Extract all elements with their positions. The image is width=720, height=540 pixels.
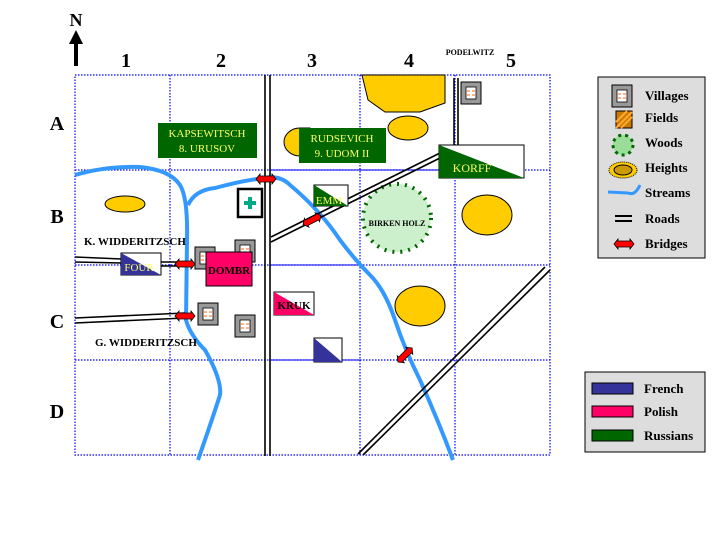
- legend-label: Fields: [645, 110, 678, 125]
- column-label: 5: [506, 50, 516, 72]
- place-podelwitz: PODELWITZ: [446, 48, 495, 57]
- column-label: 3: [307, 50, 317, 72]
- polish-swatch: [591, 405, 634, 418]
- unit-label: 9. UDOM II: [315, 148, 370, 160]
- place-g-widderitzsch: G. WIDDERITZSCH: [95, 337, 197, 349]
- streams-icon: [607, 184, 642, 196]
- unit-label: FOUR: [124, 262, 154, 274]
- bridge-icon: [255, 173, 277, 185]
- legend-label: Polish: [644, 404, 679, 419]
- unit-dombr[interactable]: DOMBR: [205, 251, 253, 287]
- unit-rudsevich[interactable]: RUDSEVICH 9. UDOM II: [299, 128, 386, 163]
- hospital-icon: [236, 187, 264, 219]
- villages-icon: [611, 84, 633, 108]
- french-swatch: [591, 382, 634, 395]
- woods-icon: [611, 133, 635, 157]
- unit-label: DOMBR: [208, 265, 251, 277]
- village-icon: [460, 81, 482, 105]
- unit-label: RUDSEVICH: [311, 133, 374, 145]
- woods-birken-holz: [361, 182, 433, 254]
- legend-label: Heights: [645, 160, 688, 175]
- legend-label: Streams: [645, 185, 690, 200]
- place-birken-holz: BIRKEN HOLZ: [369, 219, 426, 228]
- unit-label: 8. URUSOV: [179, 143, 235, 155]
- legend-label: Russians: [644, 428, 693, 443]
- village-icon: [234, 314, 256, 338]
- unit-korff[interactable]: KORFF: [438, 144, 525, 179]
- unit-kapsewitsch[interactable]: KAPSEWITSCH 8. URUSOV: [158, 123, 257, 158]
- unit-french[interactable]: [313, 337, 343, 363]
- column-label: 1: [121, 50, 131, 72]
- legend-label: Woods: [645, 135, 683, 150]
- row-label: A: [50, 113, 65, 135]
- village-icon: [197, 302, 219, 326]
- unit-label: KAPSEWITSCH: [168, 128, 245, 140]
- legend-label: Roads: [645, 211, 680, 226]
- legend-label: Bridges: [645, 236, 688, 251]
- legend-label: French: [644, 381, 684, 396]
- heights-icon: [608, 161, 638, 179]
- streams: [74, 164, 455, 461]
- unit-label: KRUK: [278, 300, 311, 312]
- unit-label: KORFF: [453, 161, 492, 175]
- unit-kruk[interactable]: KRUK: [273, 291, 315, 316]
- roads-icon: [615, 215, 632, 222]
- map-legend: Villages Fields Woods Heights Streams Ro…: [597, 76, 706, 259]
- heights: [104, 74, 513, 327]
- place-k-widderitzsch: K. WIDDERITZSCH: [84, 236, 186, 248]
- north-arrow-icon: [69, 30, 83, 66]
- column-label: 4: [404, 50, 414, 72]
- north-label: N: [70, 10, 83, 30]
- forces-legend: French Polish Russians: [584, 371, 706, 453]
- russians-swatch: [591, 429, 634, 442]
- row-label: C: [50, 311, 64, 333]
- unit-four[interactable]: FOUR: [120, 252, 162, 276]
- unit-emm[interactable]: EMM: [313, 184, 349, 207]
- fields-icon: [615, 110, 633, 129]
- legend-label: Villages: [645, 88, 689, 103]
- row-label: B: [50, 206, 63, 228]
- row-label: D: [50, 401, 64, 423]
- unit-label: EMM: [316, 195, 343, 207]
- column-label: 2: [216, 50, 226, 72]
